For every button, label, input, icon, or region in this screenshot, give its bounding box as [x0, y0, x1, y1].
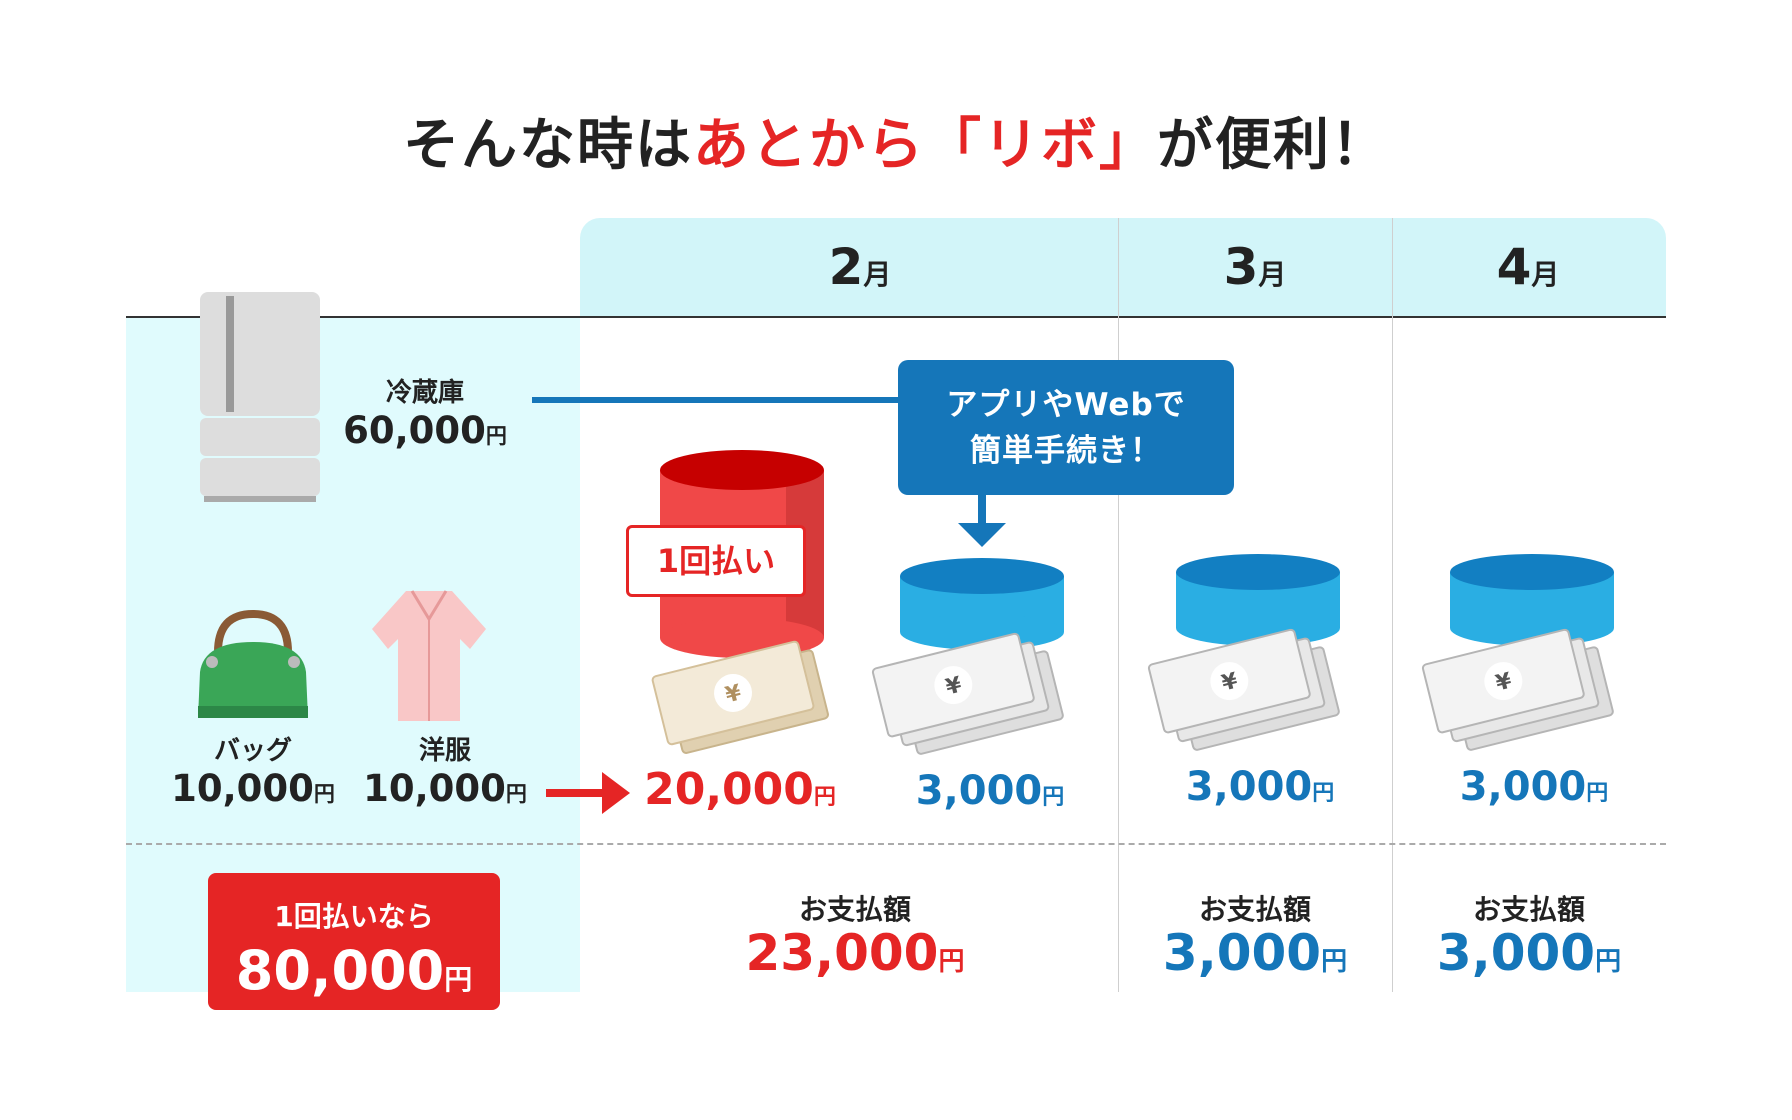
- blouse-icon: [372, 590, 486, 721]
- yen-bills-silver-mar: ¥: [1147, 628, 1340, 751]
- column-divider-feb-mar: [1118, 218, 1119, 992]
- revolving-cylinder-mar: [1176, 554, 1340, 646]
- app-web-callout: アプリやWebで 簡単手続き！: [898, 360, 1234, 495]
- item-clothes: 洋服 10,000円: [363, 736, 527, 810]
- revolving-cylinder-feb: [900, 558, 1064, 650]
- month-header-bg: [580, 218, 1666, 318]
- payment-amount-mar: 3,000円: [1162, 924, 1348, 982]
- yen-symbol: ¥: [943, 672, 965, 700]
- payment-amount-apr: 3,000円: [1436, 924, 1622, 982]
- lump-total-amount: 80,000円: [235, 939, 473, 1002]
- amount-apr-revo: 3,000円: [1459, 764, 1609, 810]
- amount-feb-lump: 20,000円: [644, 764, 836, 815]
- header-rule: [126, 316, 1666, 318]
- item-fridge: 冷蔵庫 60,000円: [343, 378, 507, 452]
- dashed-divider: [126, 843, 1666, 845]
- title-part1: そんな時は: [403, 113, 693, 178]
- payment-label-mar: お支払額: [1198, 893, 1311, 926]
- yen-symbol: ¥: [1219, 668, 1241, 696]
- title-highlight: あとから「リボ」: [693, 113, 1157, 178]
- refrigerator-icon: [200, 292, 320, 502]
- title-part2: が便利！: [1157, 113, 1389, 178]
- right-arrow-icon: [546, 772, 630, 814]
- payment-label-feb: お支払額: [798, 893, 911, 926]
- month-header-mar: 3月: [1223, 238, 1287, 296]
- yen-symbol: ¥: [723, 680, 745, 708]
- month-header-feb: 2月: [828, 238, 892, 296]
- down-arrow-icon: [958, 495, 1006, 547]
- bag-icon: [198, 609, 308, 718]
- payment-label-apr: お支払額: [1472, 893, 1585, 926]
- yen-bills-silver-feb: ¥: [871, 632, 1064, 755]
- amount-feb-revo: 3,000円: [915, 768, 1065, 814]
- lump-total-label: 1回払いなら: [274, 900, 434, 933]
- item-bag: バッグ 10,000円: [171, 736, 335, 810]
- yen-bills-silver-apr: ¥: [1421, 628, 1614, 751]
- page-title: そんな時はあとから「リボ」が便利！: [0, 100, 1792, 181]
- amount-mar-revo: 3,000円: [1185, 764, 1335, 810]
- column-divider-mar-apr: [1392, 218, 1393, 992]
- yen-symbol: ¥: [1493, 668, 1515, 696]
- payment-amount-feb: 23,000円: [745, 924, 965, 982]
- fridge-connector-line: [532, 397, 900, 403]
- lump-payment-badge: 1回払い: [626, 525, 806, 597]
- lump-sum-total-box: 1回払いなら 80,000円: [208, 873, 500, 1010]
- yen-bills-gold: ¥: [651, 640, 829, 754]
- month-header-apr: 4月: [1496, 238, 1560, 296]
- revolving-cylinder-apr: [1450, 554, 1614, 646]
